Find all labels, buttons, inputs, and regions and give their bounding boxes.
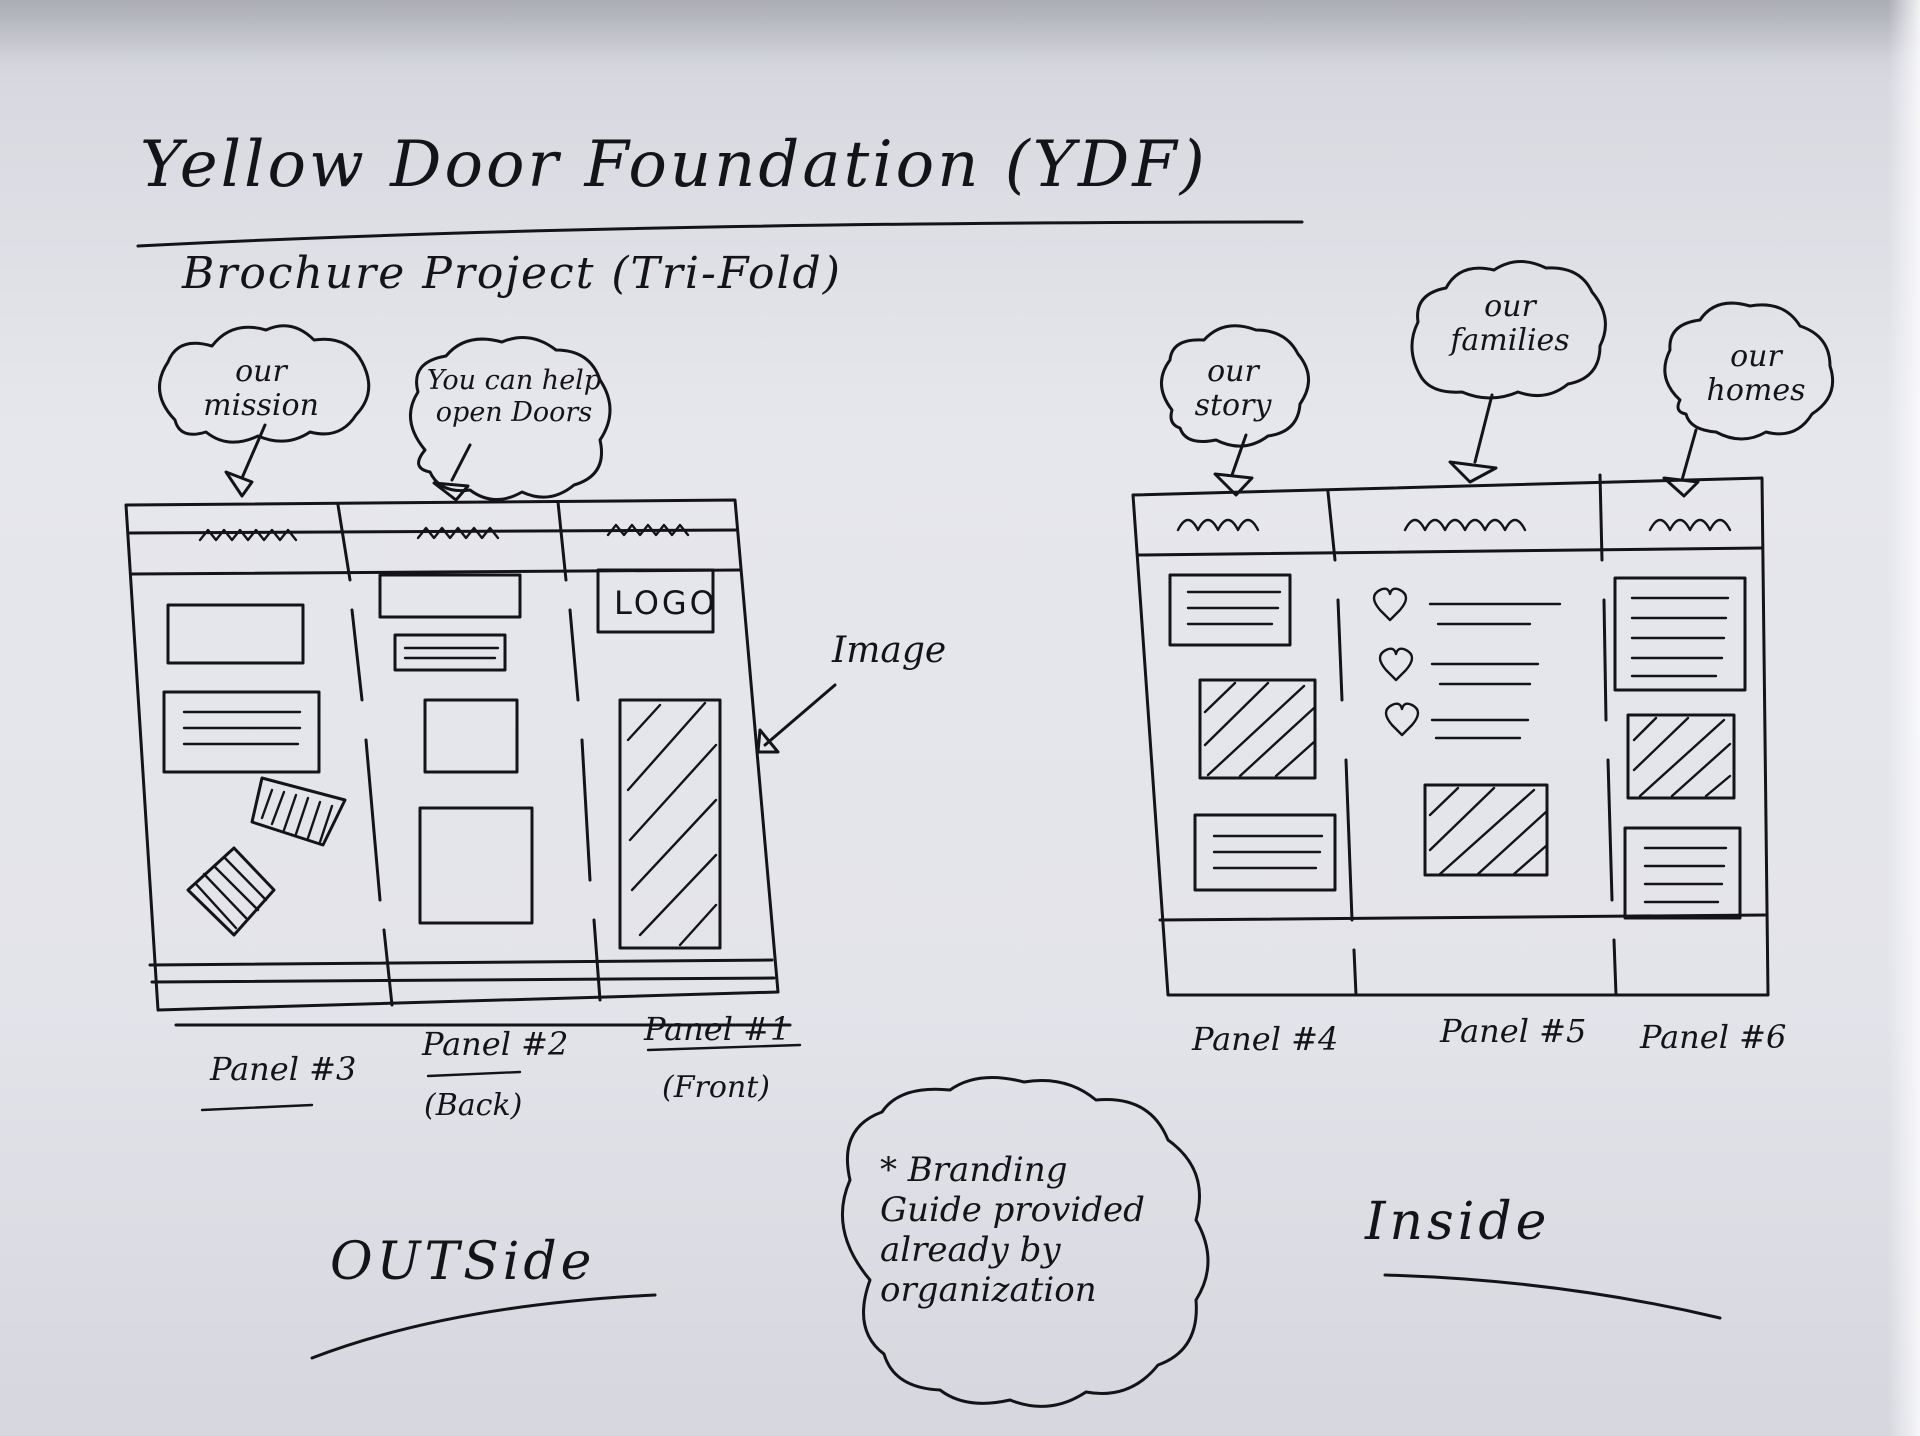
list-lines [1428,602,1562,740]
squiggle [198,528,298,542]
inside-fold-2 [1598,473,1618,997]
cloud-label-our-story: our story [1194,354,1272,423]
squiggle [606,523,690,537]
heart-icon [1384,702,1420,737]
outside-fold-1 [336,503,394,1007]
text-lines [1186,590,1282,626]
text-lines [1630,596,1730,678]
image-placeholder [1198,678,1317,780]
cloud-arrowhead [224,470,254,498]
panel-2-sublabel: (Back) [424,1088,523,1123]
page-title: Yellow Door Foundation (YDF) [140,128,1208,202]
cloud-label-our-families: our families [1450,289,1570,358]
outside-footer-line-2 [150,976,776,984]
label-underline [426,1070,522,1078]
panel-1-label: Panel #1 [644,1010,791,1048]
outside-brochure [124,324,837,1027]
squiggle [1403,518,1527,532]
paper-shadow [0,0,1920,60]
inside-frame [1131,476,1770,997]
outside-underline [310,1293,657,1360]
cloud-label-our-mission: our mission [203,354,319,423]
image-placeholder [1423,783,1549,877]
squiggle [1648,518,1732,532]
text-lines [1643,846,1728,904]
image-placeholder [1626,713,1736,800]
cloud-help-open-doors [408,336,612,501]
outside-frame [124,498,780,1012]
label-underline [646,1043,802,1052]
title-underline [136,220,1304,248]
cloud-our-story [1160,324,1310,448]
inside-footer-line [1158,913,1767,922]
cloud-arrow [1473,393,1494,464]
image-box [423,698,519,774]
cloud-arrowhead [432,481,470,502]
cloud-arrow [450,443,472,482]
text-box [1613,576,1747,692]
paper-edge [1888,0,1920,1436]
cloud-our-families [1410,260,1607,400]
panel-5-label: Panel #5 [1440,1012,1587,1050]
cloud-branding-note [840,1076,1210,1408]
front-image-placeholder [618,698,722,950]
cloud-arrow [1230,433,1248,477]
cloud-label-help-open-doors: You can help open Doors [426,365,602,428]
image-placeholder [250,776,347,847]
text-box [1168,573,1292,647]
inside-brochure [1131,260,1835,997]
text-box [378,573,522,619]
image-arrowhead [756,728,780,754]
text-lines [403,646,500,660]
text-box [393,633,507,672]
panel-2-label: Panel #2 [422,1025,569,1063]
inside-section-label: Inside [1365,1192,1551,1252]
label-underline [200,1103,314,1112]
heart-icon [1372,587,1408,622]
outside-footer-line-1 [148,958,774,967]
outside-section-label: OUTSide [330,1232,596,1292]
cloud-arrowhead [1213,472,1254,497]
cloud-our-mission [158,324,371,444]
inside-fold-1 [1326,490,1358,997]
text-box [166,603,305,665]
cloud-arrow [1680,428,1698,482]
squiggle [1176,518,1260,532]
branding-note: * Branding Guide provided already by org… [880,1150,1145,1310]
inside-underline [1383,1273,1722,1320]
text-lines [182,710,302,746]
panel-1-sublabel: (Front) [662,1070,771,1105]
cloud-arrowhead [1448,460,1498,484]
cloud-label-our-homes: our homes [1706,339,1806,408]
panel-4-label: Panel #4 [1192,1020,1339,1058]
image-annotation: Image [832,630,947,671]
text-box [1193,813,1337,892]
cloud-arrow [240,423,267,480]
text-box [1623,826,1742,920]
image-box [418,806,534,925]
cloud-arrowhead [1662,476,1700,498]
inside-header-line [1136,546,1764,557]
text-box [162,690,321,774]
text-lines [1212,834,1324,870]
image-arrow [763,683,837,747]
heart-icon [1378,647,1414,682]
page-subtitle: Brochure Project (Tri-Fold) [182,248,842,299]
image-placeholder [186,846,276,937]
list-with-hearts [1372,587,1562,740]
logo-box [596,568,715,634]
squiggle [416,526,500,540]
outside-fold-2 [556,500,602,1002]
cloud-our-homes [1663,301,1835,441]
logo-label: LOGO [614,584,718,622]
panel-3-label: Panel #3 [210,1050,357,1088]
panel-6-label: Panel #6 [1640,1018,1787,1056]
